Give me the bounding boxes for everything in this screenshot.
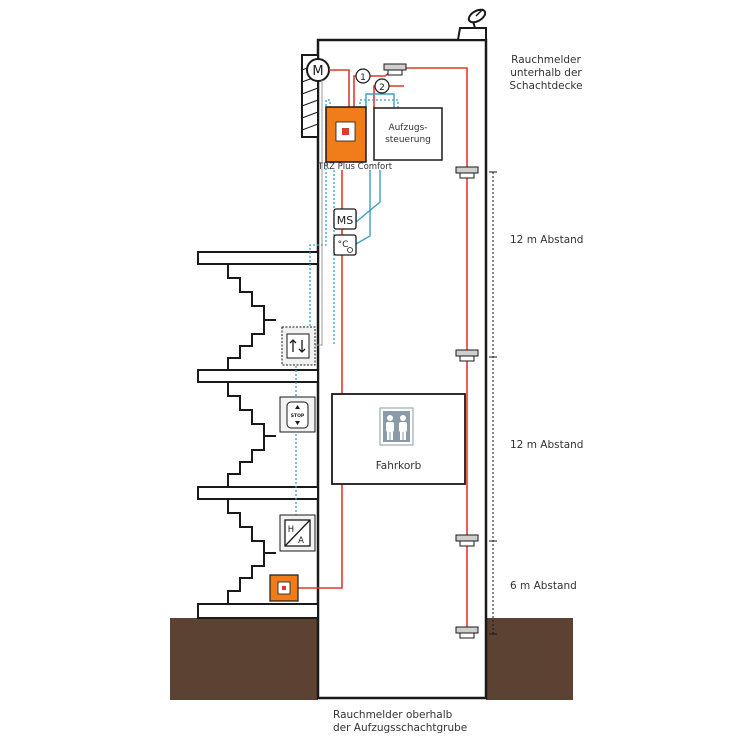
marker-2-icon <box>374 78 390 94</box>
hand-auto-switch-panel <box>279 514 316 552</box>
marker-1-icon <box>355 68 371 84</box>
smoke-detector-2 <box>455 349 479 362</box>
spacing-label-1: 12 m Abstand <box>510 234 584 246</box>
temperature-sensor-box <box>333 234 357 256</box>
smoke-detector-bottom-label: Rauchmelder oberhalb der Aufzugsschachtg… <box>333 709 468 734</box>
car-label: Fahrkorb <box>375 460 422 472</box>
motor-label: M <box>312 64 323 79</box>
manual-call-point <box>269 574 299 602</box>
staircase <box>197 251 319 619</box>
elevator-people-icon <box>379 407 414 446</box>
marker-1-label: 1 <box>360 73 366 83</box>
smoke-detector-top-label: Rauchmelder unterhalb der Schachtdecke <box>509 54 583 92</box>
landing-1 <box>197 251 319 265</box>
spacing-label-3: 6 m Abstand <box>510 580 577 592</box>
temperature-label: °C <box>338 240 349 250</box>
ms-label: MS <box>337 214 353 227</box>
ground-left <box>170 618 318 700</box>
roof-unit <box>456 27 487 41</box>
smoke-detector-top <box>383 63 407 76</box>
stop-panel <box>279 396 316 433</box>
landing-4 <box>197 603 319 619</box>
smoke-detector-bottom <box>455 626 479 639</box>
auto-label: A <box>298 536 304 546</box>
hand-press-icon <box>347 247 353 253</box>
spacing-ticks <box>489 171 497 635</box>
smoke-detector-3 <box>455 534 479 547</box>
marker-2-label: 2 <box>379 83 385 93</box>
call-button-panel-up-down <box>281 326 316 366</box>
hand-label: H <box>288 525 294 535</box>
elevator-controller-label: Aufzugs- steuerung <box>385 123 431 145</box>
gray-wiring <box>314 80 323 346</box>
landing-3 <box>197 486 319 500</box>
landing-2 <box>197 369 319 383</box>
smoke-detector-1 <box>455 166 479 179</box>
satellite-dish-icon <box>467 8 487 29</box>
spacing-label-2: 12 m Abstand <box>510 439 584 451</box>
trz-plus-comfort-label: TRZ Plus Comfort <box>318 162 393 172</box>
ground-right <box>486 618 573 700</box>
trz-button-center <box>342 128 349 135</box>
elevator-controller-box <box>373 107 443 161</box>
stop-label: STOP <box>291 413 305 419</box>
ms-box <box>333 208 357 230</box>
